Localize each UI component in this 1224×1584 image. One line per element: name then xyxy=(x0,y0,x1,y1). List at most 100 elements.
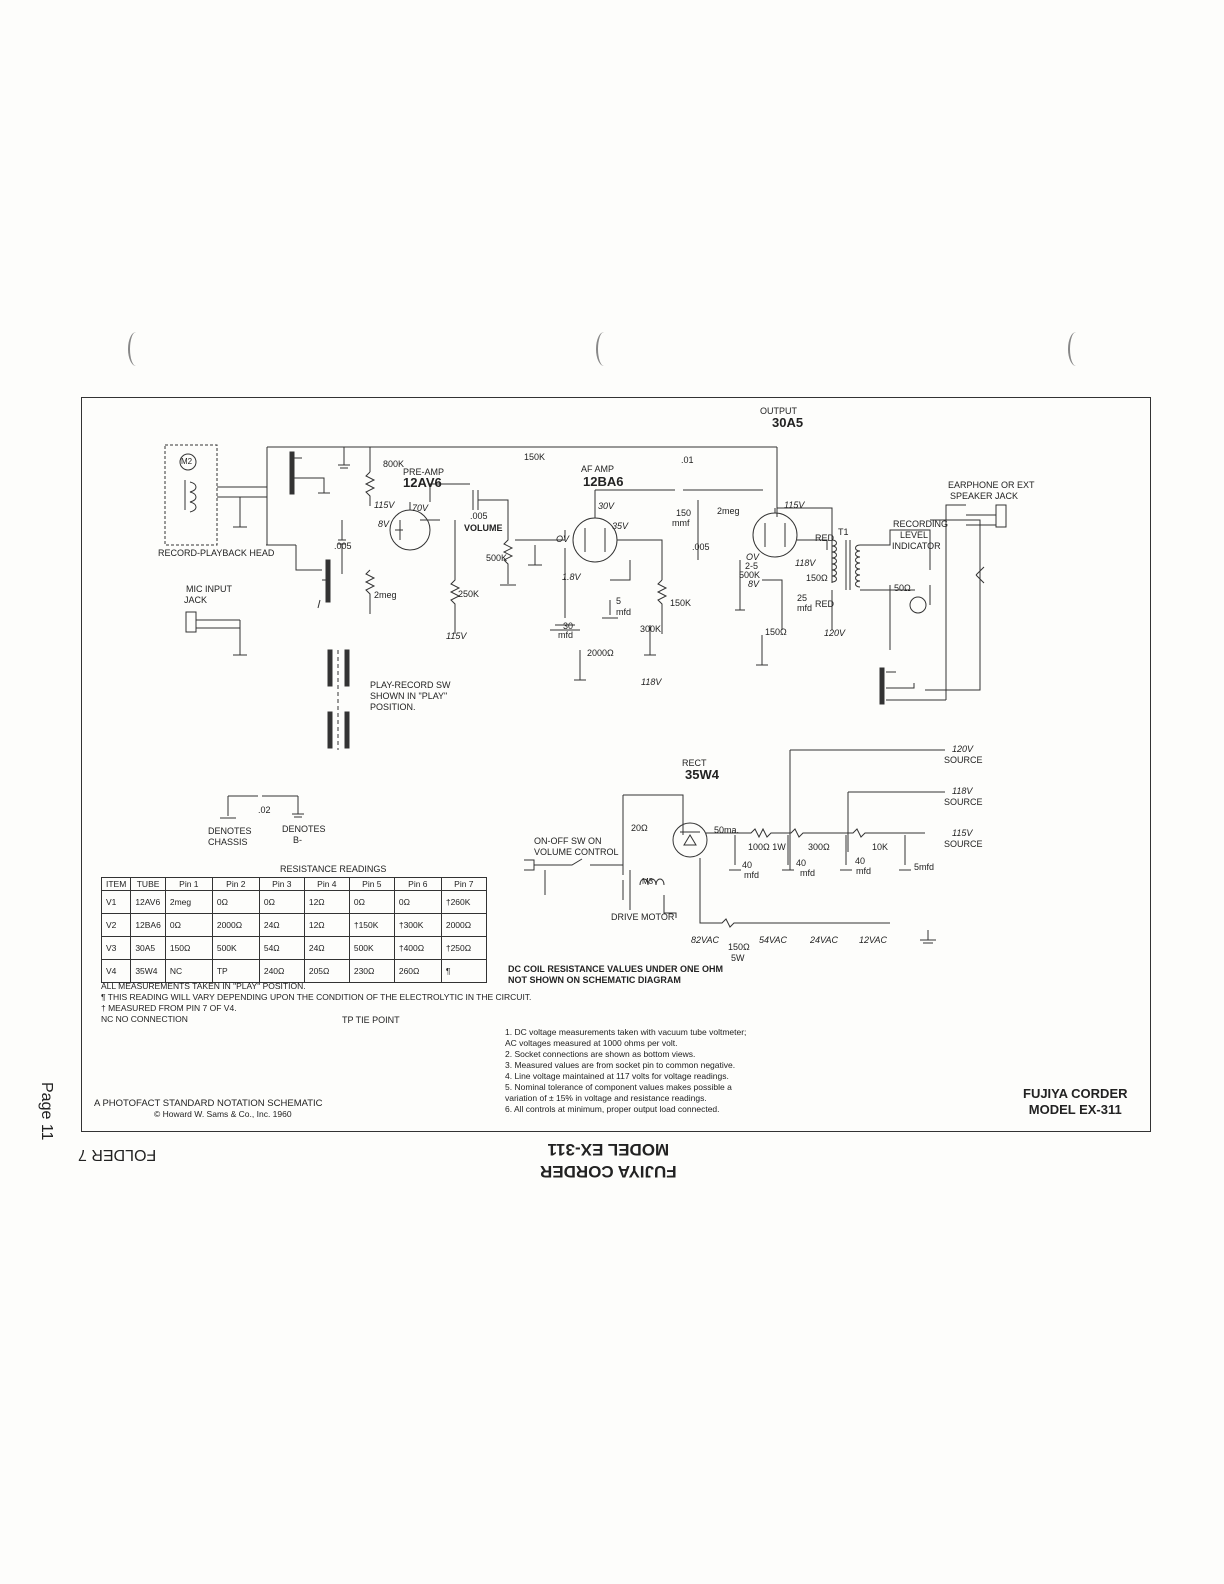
r6-value: 2000Ω xyxy=(587,648,614,658)
v3-grid-ac: 2-5 xyxy=(745,561,759,571)
v1-pin7-voltage: 70V xyxy=(412,503,429,513)
table-cell: NC xyxy=(164,959,213,983)
table-cell: 54Ω xyxy=(258,936,305,960)
r7-value: 500K xyxy=(739,570,761,580)
v2-screen-voltage: 35V xyxy=(612,521,629,531)
table-cell: V1 xyxy=(100,890,132,914)
v3-cathode-voltage: 8V xyxy=(748,579,760,589)
v2-plate-voltage: 30V xyxy=(598,501,615,511)
c1c-unit: mfd xyxy=(856,866,872,876)
table-cell: 35W4 xyxy=(130,959,166,983)
header-pin4: Pin 4 xyxy=(303,877,350,891)
table-cell: 150Ω xyxy=(164,936,213,960)
src-120-source: SOURCE xyxy=(944,755,983,765)
r5-voltage: 118V xyxy=(641,677,662,687)
c9-value: 150 xyxy=(676,508,692,518)
r4-value: 150K xyxy=(670,598,692,608)
c9-unit: mmf xyxy=(672,518,690,528)
v2-role: AF AMP xyxy=(581,464,615,474)
table-cell: 12Ω xyxy=(303,890,350,914)
c7-value: .005 xyxy=(470,511,488,521)
v3-grid-voltage: OV xyxy=(746,552,760,562)
table-cell: 240Ω xyxy=(258,959,305,983)
r10-value: 50Ω xyxy=(894,583,911,593)
punch-hole-right xyxy=(1068,332,1084,366)
src-115-source: SOURCE xyxy=(944,839,983,849)
general-notes: 1. DC voltage measurements taken with va… xyxy=(505,1027,746,1115)
bminus-label: DENOTES xyxy=(282,824,326,834)
r12-value: 300Ω xyxy=(808,842,830,852)
v2-type: 12BA6 xyxy=(583,474,624,489)
ac-54: 54VAC xyxy=(759,935,788,945)
v4-role: RECT xyxy=(682,758,707,768)
table-cell: 0Ω xyxy=(348,890,395,914)
note-line: 2. Socket connections are shown as botto… xyxy=(505,1049,696,1059)
c8-value: .005 xyxy=(692,542,710,552)
punch-hole-center xyxy=(596,332,612,366)
table-cell: 12AV6 xyxy=(130,890,166,914)
red-lead-bottom: RED xyxy=(815,599,835,609)
table-cell: 0Ω xyxy=(393,890,442,914)
schematic-frame xyxy=(81,397,1151,1132)
table-cell: 230Ω xyxy=(348,959,395,983)
src-120: 120V xyxy=(952,744,974,754)
header-item: ITEM xyxy=(100,877,132,891)
earphone-label-2: SPEAKER JACK xyxy=(950,491,1019,501)
v1-grid-voltage: 8V xyxy=(378,519,390,529)
r8-value: 2meg xyxy=(717,506,740,516)
r3-voltage: 115V xyxy=(446,631,467,641)
table-cell: †400Ω xyxy=(393,936,442,960)
table-cell: ¶ xyxy=(440,959,487,983)
c1b-value: 40 xyxy=(796,858,807,868)
ac-12: 12VAC xyxy=(859,935,888,945)
c1a-value: 40 xyxy=(742,860,753,870)
footnote: † MEASURED FROM PIN 7 OF V4. xyxy=(101,1003,237,1013)
note-line: 3. Measured values are from socket pin t… xyxy=(505,1060,736,1070)
rec-level-label-3: INDICATOR xyxy=(892,541,941,551)
table-cell: 205Ω xyxy=(303,959,350,983)
table-cell: 260Ω xyxy=(393,959,442,983)
red-lead-top: RED xyxy=(815,533,835,543)
page-number-label: Page 11 xyxy=(38,1082,55,1141)
onoff-label-2: VOLUME CONTROL xyxy=(534,847,619,857)
c6-value: .005 xyxy=(334,541,352,551)
header-tube: TUBE xyxy=(130,877,166,891)
header-pin5: Pin 5 xyxy=(348,877,395,891)
v1-type: 12AV6 xyxy=(403,475,442,490)
mic-jack-label: JACK xyxy=(184,595,208,605)
table-cell: 12Ω xyxy=(303,913,350,937)
note-line: AC voltages measured at 1000 ohms per vo… xyxy=(505,1038,678,1048)
note-line: 6. All controls at minimum, proper outpu… xyxy=(505,1104,720,1114)
photofact-credit: A PHOTOFACT STANDARD NOTATION SCHEMATIC … xyxy=(94,1098,323,1120)
table-cell: TP xyxy=(211,959,260,983)
table-cell: 500K xyxy=(211,936,260,960)
c3-value: 30 xyxy=(563,621,574,631)
table-cell: V3 xyxy=(100,936,132,960)
switch-label-3: POSITION. xyxy=(370,702,416,712)
dc-coil-note-2: NOT SHOWN ON SCHEMATIC DIAGRAM xyxy=(508,975,681,985)
punch-hole-left xyxy=(128,332,144,366)
table-cell: 2000Ω xyxy=(440,913,487,937)
header-pin7: Pin 7 xyxy=(440,877,487,891)
t1-label: T1 xyxy=(838,527,849,537)
chassis-label-2: CHASSIS xyxy=(208,837,248,847)
chassis-label: DENOTES xyxy=(208,826,252,836)
r17-value: 20Ω xyxy=(631,823,648,833)
onoff-label: ON-OFF SW ON xyxy=(534,836,602,846)
v3-role: OUTPUT xyxy=(760,406,797,416)
m3-label: M3 xyxy=(642,877,654,886)
earphone-label: EARPHONE OR EXT xyxy=(948,480,1035,490)
rec-level-label: RECORDING xyxy=(893,519,949,529)
footnote: NC NO CONNECTION xyxy=(101,1014,188,1024)
r14-value: 150K xyxy=(524,452,546,462)
drive-motor-label: DRIVE MOTOR xyxy=(611,912,675,922)
v3-plate-voltage: 115V xyxy=(784,500,805,510)
table-cell: 30A5 xyxy=(130,936,166,960)
copyright-line: © Howard W. Sams & Co., Inc. 1960 xyxy=(154,1109,292,1119)
table-cell: 2meg xyxy=(164,890,213,914)
c4-unit: mfd xyxy=(616,607,632,617)
c5-unit: mfd xyxy=(797,603,813,613)
